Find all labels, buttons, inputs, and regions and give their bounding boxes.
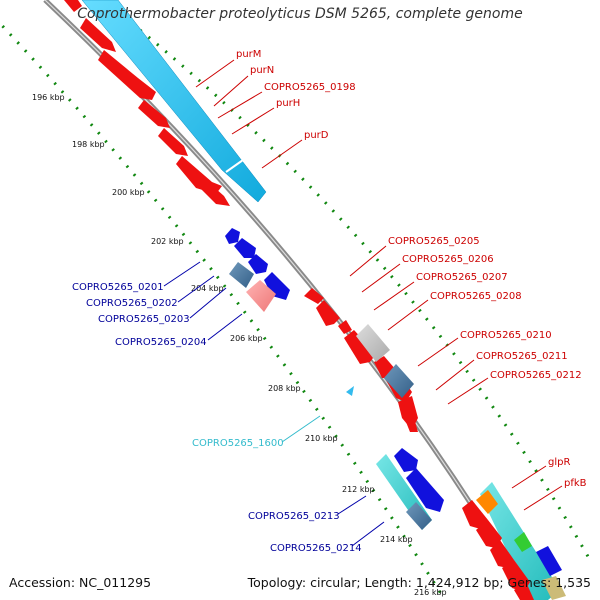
reverse-cds-small[interactable] — [536, 546, 562, 576]
cds-arrow[interactable] — [406, 418, 418, 432]
genome-title: Coprothermobacter proteolyticus DSM 5265… — [77, 6, 523, 22]
gene-label-glpR[interactable]: glpR — [548, 457, 570, 468]
gene-label-COPRO5265_0208[interactable]: COPRO5265_0208 — [430, 291, 522, 302]
cds-arrow[interactable] — [316, 300, 340, 326]
misc-feature-marker[interactable] — [346, 386, 354, 396]
gene-label-purM[interactable]: purM — [236, 49, 261, 60]
tick-label-208: 208 kbp — [268, 384, 301, 393]
cds-arrow[interactable] — [462, 500, 488, 530]
cds-arrow[interactable] — [490, 540, 514, 568]
cds-arrow[interactable] — [225, 228, 240, 244]
gene-label-COPRO5265_0207[interactable]: COPRO5265_0207 — [416, 272, 508, 283]
feature-block-cyan[interactable] — [81, 0, 267, 203]
cds-arrow[interactable] — [304, 288, 324, 304]
gene-label-COPRO5265_0213[interactable]: COPRO5265_0213 — [248, 511, 340, 522]
topology-label: Topology: circular; Length: 1,424,912 bp… — [247, 575, 591, 590]
cds-arrow[interactable] — [476, 520, 502, 548]
gene-label-COPRO5265_0214[interactable]: COPRO5265_0214 — [270, 543, 362, 554]
reverse-leader-lines — [163, 261, 385, 547]
feature-block-orange[interactable] — [476, 490, 498, 514]
tick-label-206: 206 kbp — [230, 334, 263, 343]
cds-arrow[interactable] — [406, 468, 444, 512]
misc-leader-line — [281, 415, 321, 443]
gene-label-COPRO5265_0203[interactable]: COPRO5265_0203 — [98, 314, 190, 325]
reverse-cds-group-0201 — [225, 228, 290, 300]
feature-block-steel[interactable] — [406, 502, 432, 530]
cds-arrow[interactable] — [80, 18, 116, 52]
cds-arrow[interactable] — [158, 128, 188, 156]
feature-block-green[interactable] — [514, 532, 532, 552]
gene-label-COPRO5265_0202[interactable]: COPRO5265_0202 — [86, 298, 178, 309]
cds-arrow[interactable] — [514, 582, 534, 600]
inner-tick-track — [0, 21, 447, 600]
cds-arrow[interactable] — [64, 0, 82, 12]
gene-label-COPRO5265_0212[interactable]: COPRO5265_0212 — [490, 370, 582, 381]
forward-cds-group-purine — [64, 0, 230, 206]
cds-arrow[interactable] — [138, 100, 170, 128]
gene-label-COPRO5265_0201[interactable]: COPRO5265_0201 — [72, 282, 164, 293]
gene-label-purD[interactable]: purD — [304, 130, 329, 141]
tick-label-204: 204 kbp — [191, 284, 224, 293]
cds-arrow[interactable] — [234, 238, 256, 258]
tick-label-198: 198 kbp — [72, 140, 105, 149]
cds-arrow[interactable] — [200, 180, 230, 206]
gene-label-pfkB[interactable]: pfkB — [564, 478, 587, 489]
gene-label-COPRO5265_0211[interactable]: COPRO5265_0211 — [476, 351, 568, 362]
feature-block-khaki[interactable] — [542, 576, 566, 600]
gene-label-COPRO5265_0205[interactable]: COPRO5265_0205 — [388, 236, 480, 247]
tick-label-202: 202 kbp — [151, 237, 184, 246]
cds-arrow[interactable] — [98, 50, 156, 100]
forward-cds-group-glpR — [462, 500, 534, 600]
gene-label-COPRO5265_0210[interactable]: COPRO5265_0210 — [460, 330, 552, 341]
reverse-cds-group-0213 — [394, 448, 444, 512]
gene-label-COPRO5265_0204[interactable]: COPRO5265_0204 — [115, 337, 207, 348]
cds-arrow[interactable] — [344, 330, 376, 364]
tick-label-196: 196 kbp — [32, 93, 65, 102]
tick-label-212: 212 kbp — [342, 485, 375, 494]
cds-arrow[interactable] — [248, 254, 268, 274]
gene-label-purN[interactable]: purN — [250, 65, 274, 76]
gene-label-COPRO5265_1600[interactable]: COPRO5265_1600 — [192, 438, 284, 449]
accession-label: Accession: NC_011295 — [9, 575, 152, 590]
cds-arrow[interactable] — [394, 448, 418, 472]
feature-block-pink[interactable] — [246, 280, 276, 312]
outer-tick-track — [139, 28, 592, 561]
forward-leader-lines — [195, 59, 563, 511]
forward-cds-group-0205 — [304, 288, 418, 432]
tick-label-210: 210 kbp — [305, 434, 338, 443]
tick-label-216: 216 kbp — [414, 588, 447, 597]
cds-arrow[interactable] — [338, 320, 352, 334]
block-divider — [225, 159, 244, 173]
gene-label-purH[interactable]: purH — [276, 98, 300, 109]
tick-label-214: 214 kbp — [380, 535, 413, 544]
feature-block-steel[interactable] — [384, 364, 414, 398]
gene-label-COPRO5265_0198[interactable]: COPRO5265_0198 — [264, 82, 356, 93]
feature-block-steel[interactable] — [229, 262, 254, 288]
tick-label-200: 200 kbp — [112, 188, 145, 197]
feature-block-grey[interactable] — [356, 324, 390, 362]
gene-label-COPRO5265_0206[interactable]: COPRO5265_0206 — [402, 254, 494, 265]
